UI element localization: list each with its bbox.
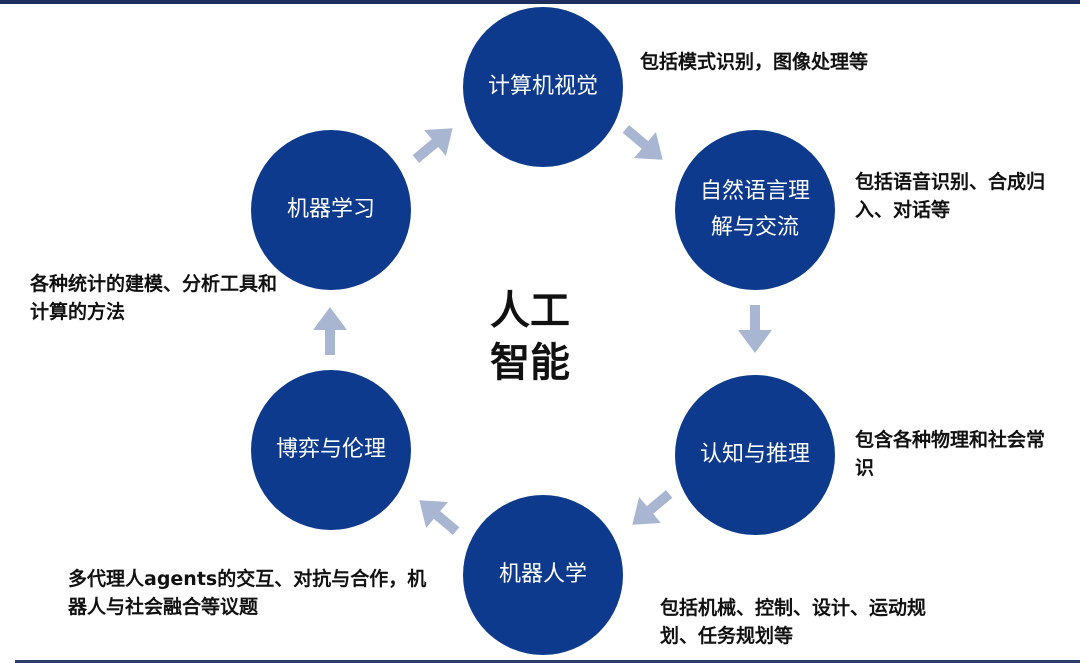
arrow-cognition-to-robotics-icon xyxy=(632,490,673,525)
node-label: 认知与推理 xyxy=(699,442,810,467)
arrow-robotics-to-game-icon xyxy=(419,500,460,535)
desc-nlp: 包括语音识别、合成归入、对话等 xyxy=(855,171,1046,221)
node-label: 计算机视觉 xyxy=(487,74,598,99)
desc-computer-vision: 包括模式识别，图像处理等 xyxy=(640,51,869,73)
bottom-border xyxy=(15,660,1080,663)
node-label: 机器人学 xyxy=(498,562,587,587)
node-machine-learning: 机器学习 xyxy=(251,130,411,290)
node-label: 博弈与伦理 xyxy=(275,437,386,462)
node-computer-vision: 计算机视觉 xyxy=(463,7,623,167)
node-nlp: 自然语言理解与交流 xyxy=(675,130,835,290)
node-label: 机器学习 xyxy=(286,197,375,222)
top-border xyxy=(0,0,1080,4)
desc-cognition: 包含各种物理和社会常识 xyxy=(855,429,1046,479)
node-cognition: 认知与推理 xyxy=(675,375,835,535)
node-robotics: 机器人学 xyxy=(463,495,623,655)
arrow-game-to-ml-icon xyxy=(313,307,347,355)
node-label: 自然语言理解与交流 xyxy=(699,179,810,240)
arrow-nlp-to-cognition-icon xyxy=(738,305,772,353)
desc-machine-learning: 各种统计的建模、分析工具和计算的方法 xyxy=(30,273,278,323)
desc-game-ethics: 多代理人agents的交互、对抗与合作，机器人与社会融合等议题 xyxy=(68,568,427,618)
arrow-cv-to-nlp-icon xyxy=(622,125,663,160)
desc-robotics: 包括机械、控制、设计、运动规划、任务规划等 xyxy=(660,597,927,647)
arrow-ml-to-cv-icon xyxy=(412,128,453,163)
node-game-ethics: 博弈与伦理 xyxy=(251,370,411,530)
center-title: 人工智能 xyxy=(490,288,570,386)
